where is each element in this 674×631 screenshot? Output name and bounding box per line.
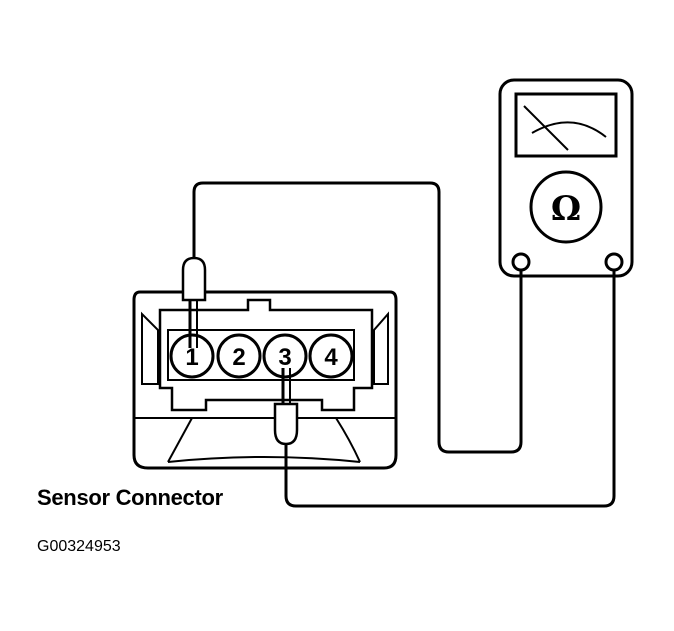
meter-needle	[523, 105, 569, 151]
connector-shell-bottom	[167, 456, 361, 463]
probe-pin1-body	[181, 256, 207, 302]
connector-right-tab	[373, 311, 389, 385]
figure-id: G00324953	[37, 538, 121, 555]
probe-pin3-body	[273, 402, 299, 446]
pin-1	[169, 333, 215, 379]
terminal-row	[167, 329, 355, 381]
meter-display	[514, 92, 618, 158]
connector-cavity	[158, 298, 374, 412]
meter-scale-arc	[531, 121, 607, 138]
meter-terminal-left	[511, 252, 531, 272]
pin-1-label: 1	[185, 344, 198, 371]
lead-pin1-wire	[192, 181, 523, 454]
meter-dial	[529, 170, 603, 244]
pin-4	[308, 333, 354, 379]
probe-pin3	[273, 368, 299, 446]
ohm-symbol: Ω	[551, 189, 581, 229]
connector-housing	[132, 290, 398, 470]
pin-2	[216, 333, 262, 379]
pin-2-label: 2	[232, 344, 245, 371]
test-leads	[192, 181, 616, 508]
connector-shell-right-curve	[335, 417, 361, 463]
connector-shell-left-curve	[167, 417, 193, 463]
lead-pin3-wire	[284, 270, 616, 508]
meter-body	[498, 78, 634, 278]
connector-left-tab	[141, 311, 159, 385]
pin-4-label: 4	[324, 344, 338, 371]
pin-3	[262, 333, 308, 379]
pin-3-label: 3	[278, 344, 291, 371]
connector-caption: Sensor Connector	[37, 485, 223, 510]
meter-terminal-right	[604, 252, 624, 272]
ohmmeter	[498, 78, 634, 278]
probe-pin1	[181, 256, 207, 348]
sensor-connector	[132, 290, 398, 470]
